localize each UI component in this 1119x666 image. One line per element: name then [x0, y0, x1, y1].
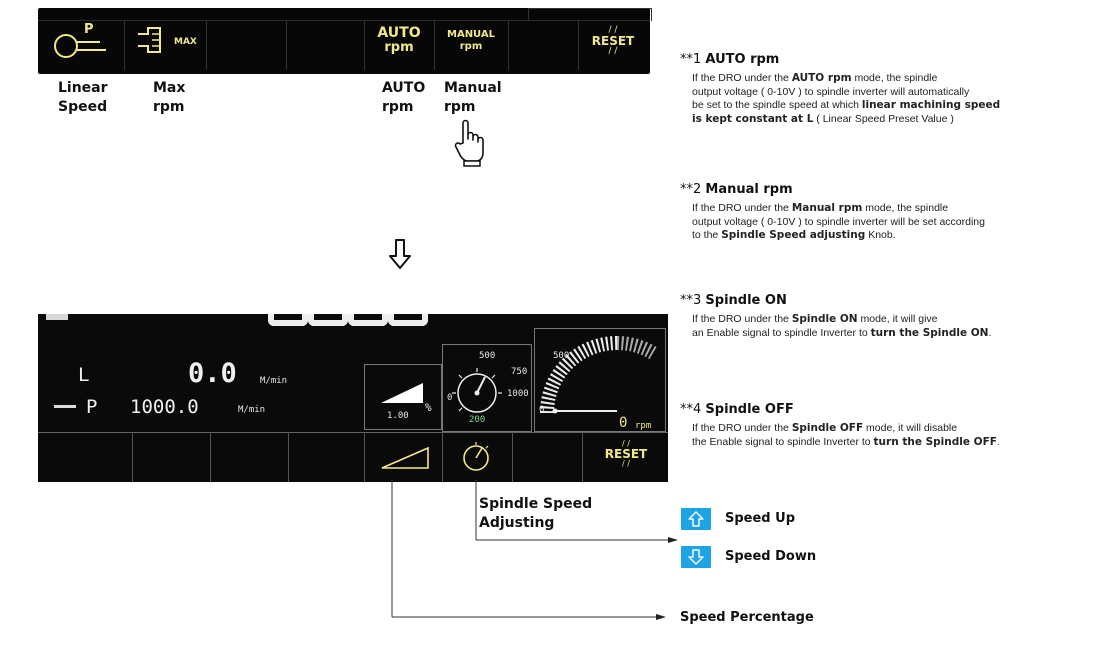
p-unit: M/min [238, 405, 266, 415]
note-body: If the DRO under the Spindle OFF mode, i… [692, 422, 1116, 449]
cropped-display [268, 314, 468, 326]
knob-outline-icon [463, 442, 489, 471]
note-block: **4 Spindle OFF If the DRO under the Spin… [680, 402, 1116, 449]
down-arrow-icon [389, 239, 411, 269]
note-line: be set to the spindle speed at which lin… [692, 99, 1001, 111]
speed-percentage-label: Speed Percentage [680, 610, 814, 625]
reset-key-top[interactable]: / / RESET / / [580, 26, 646, 68]
note-body: If the DRO under the AUTO rpm mode, the … [692, 72, 1116, 126]
rpm-gauge-icon [540, 336, 657, 414]
divider [124, 20, 125, 70]
max-rpm-key[interactable]: MAX [134, 22, 200, 68]
divider [364, 20, 365, 70]
note-line: is kept constant at L ( Linear Speed Pre… [692, 112, 954, 125]
rpm-gauge-panel: 500 0 0 rpm [534, 328, 666, 432]
l-label: L [78, 364, 90, 386]
knob-750: 750 [511, 367, 528, 377]
reset-tick-icon: / / [608, 46, 618, 56]
arrow-down-icon [688, 549, 704, 565]
l-value: 0.0 [188, 358, 237, 389]
speed-percent-panel: 1.00 % [364, 364, 442, 430]
note-line: to the Spindle Speed adjusting Knob. [692, 229, 896, 241]
percent-value: 1.00 [387, 411, 409, 421]
manual-key-line2: rpm [459, 41, 483, 52]
speed-up-label: Speed Up [725, 511, 795, 526]
note-body: If the DRO under the Spindle ON mode, it… [692, 313, 1116, 340]
knob-0: 0 [447, 393, 453, 403]
gauge-500: 500 [553, 351, 570, 361]
softkey-bar-bottom: / / RESET / / [38, 432, 668, 482]
speed-up-button[interactable] [681, 508, 711, 530]
note-title: **2 Manual rpm [680, 182, 793, 197]
auto-key-line2: rpm [384, 40, 414, 55]
max-rpm-icon [138, 27, 161, 53]
note-line: output voltage ( 0-10V ) to spindle inve… [692, 85, 970, 98]
reset-label: RESET [591, 34, 635, 48]
arrow-up-icon [688, 511, 704, 527]
note-title: **3 Spindle ON [680, 293, 787, 308]
p-label: P [86, 396, 98, 418]
note-line: output voltage ( 0-10V ) to spindle inve… [692, 215, 985, 228]
note-block: **1 AUTO rpm If the DRO under the AUTO rp… [680, 52, 1116, 126]
note-line: If the DRO under the Spindle ON mode, it… [692, 313, 938, 325]
l-unit: M/min [260, 376, 288, 386]
note-title: **4 Spindle OFF [680, 402, 794, 417]
note-body: If the DRO under the Manual rpm mode, th… [692, 202, 1116, 243]
speed-down-label: Speed Down [725, 549, 817, 564]
dro-screen: L 0.0 M/min P 1000.0 M/min 1.00 % 500 [38, 314, 668, 482]
manual-key-line1: MANUAL [447, 29, 495, 40]
divider [578, 20, 579, 70]
speed-down-button[interactable] [681, 546, 711, 568]
divider [286, 20, 287, 70]
percent-sign: % [425, 401, 432, 414]
manual-rpm-key[interactable]: MANUAL rpm [436, 30, 506, 68]
speed-wedge-icon [381, 383, 423, 403]
linear-speed-key[interactable]: P [48, 22, 118, 68]
p-marker [54, 405, 76, 408]
note-line: an Enable signal to spindle Inverter to … [692, 326, 992, 339]
note-block: **2 Manual rpm If the DRO under the Manua… [680, 182, 1116, 243]
hand-pointer-icon [454, 119, 484, 167]
divider [434, 20, 435, 70]
max-label: MAX [174, 37, 197, 47]
linear-speed-icon [54, 34, 106, 58]
linear-p-letter: P [84, 22, 94, 37]
divider [508, 20, 509, 70]
divider [206, 20, 207, 70]
spindle-knob-key[interactable] [446, 436, 508, 476]
reset-label: RESET [604, 447, 648, 461]
spindle-knob-panel: 500 750 1000 0 200 [442, 344, 532, 432]
note-title: **1 AUTO rpm [680, 52, 780, 67]
note-block: **3 Spindle ON If the DRO under the Spind… [680, 293, 1116, 340]
knob-500: 500 [479, 351, 496, 361]
note-line: If the DRO under the Manual rpm mode, th… [692, 202, 949, 214]
reset-tick-icon: / / [608, 25, 618, 35]
knob-1000: 1000 [507, 389, 529, 399]
speed-percentage-key[interactable] [368, 438, 438, 474]
reset-key-bottom[interactable]: / / RESET / / [588, 440, 664, 478]
speed-wedge-outline-icon [381, 446, 429, 469]
gauge-0: 0 [539, 405, 545, 415]
rpm-unit: rpm [635, 421, 652, 431]
p-value: 1000.0 [130, 396, 199, 418]
reset-tick-icon: / / [622, 459, 630, 468]
spindle-knob-icon [452, 368, 502, 413]
auto-key-line1: AUTO [377, 25, 421, 41]
auto-rpm-key[interactable]: AUTO rpm [366, 26, 432, 66]
softkey-bar-top: P MAX AUTO rpm MANUAL rpm / / RESET / / [38, 8, 652, 74]
reset-tick-icon: / / [622, 439, 630, 448]
note-line: the Enable signal to spindle Inverter to… [692, 435, 1000, 448]
note-line: If the DRO under the Spindle OFF mode, i… [692, 422, 958, 434]
rpm-value: 0 [619, 415, 628, 431]
note-line: If the DRO under the AUTO rpm mode, the … [692, 72, 938, 84]
knob-200: 200 [469, 415, 486, 425]
